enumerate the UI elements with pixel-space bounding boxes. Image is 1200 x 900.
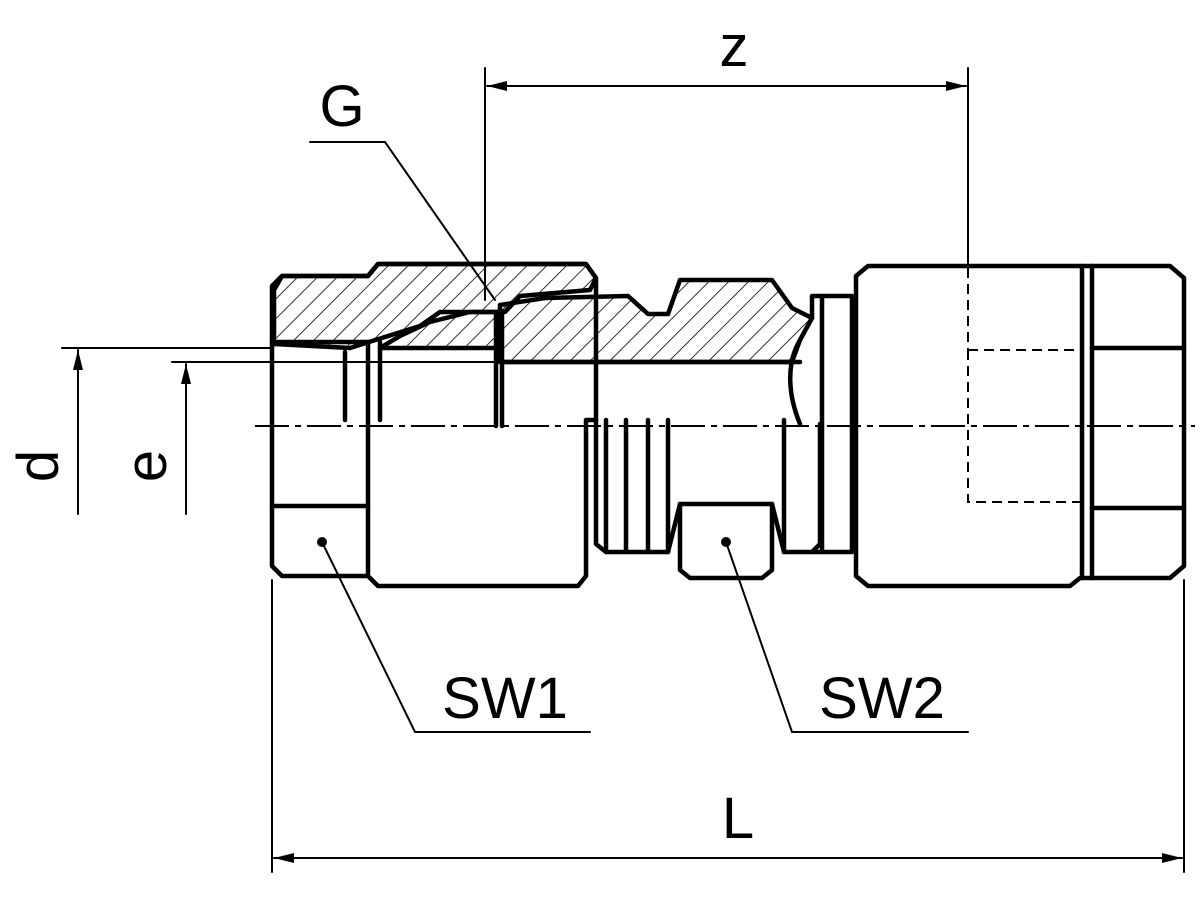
sw1-leader: [321, 541, 591, 733]
d-label: d: [6, 450, 71, 482]
g-leader: [309, 141, 496, 301]
body-bore-end-curve: [788, 337, 803, 427]
l-label: L: [722, 786, 754, 851]
z-label: z: [720, 14, 749, 79]
sw2-label: SW2: [819, 666, 945, 731]
body-lower-outline: [593, 417, 823, 555]
sw1-label: SW1: [442, 666, 568, 731]
g-label: G: [319, 74, 364, 139]
sw2-leader: [725, 541, 969, 733]
fitting-body: [255, 261, 1195, 589]
nut-section-hatch: [271, 261, 599, 351]
sw2-hex-outline: [677, 501, 775, 581]
e-label: e: [114, 450, 179, 482]
dimensions: z G d e SW1 SW2 L: [6, 14, 1185, 873]
right-nut-hidden-bore: [967, 349, 1082, 503]
